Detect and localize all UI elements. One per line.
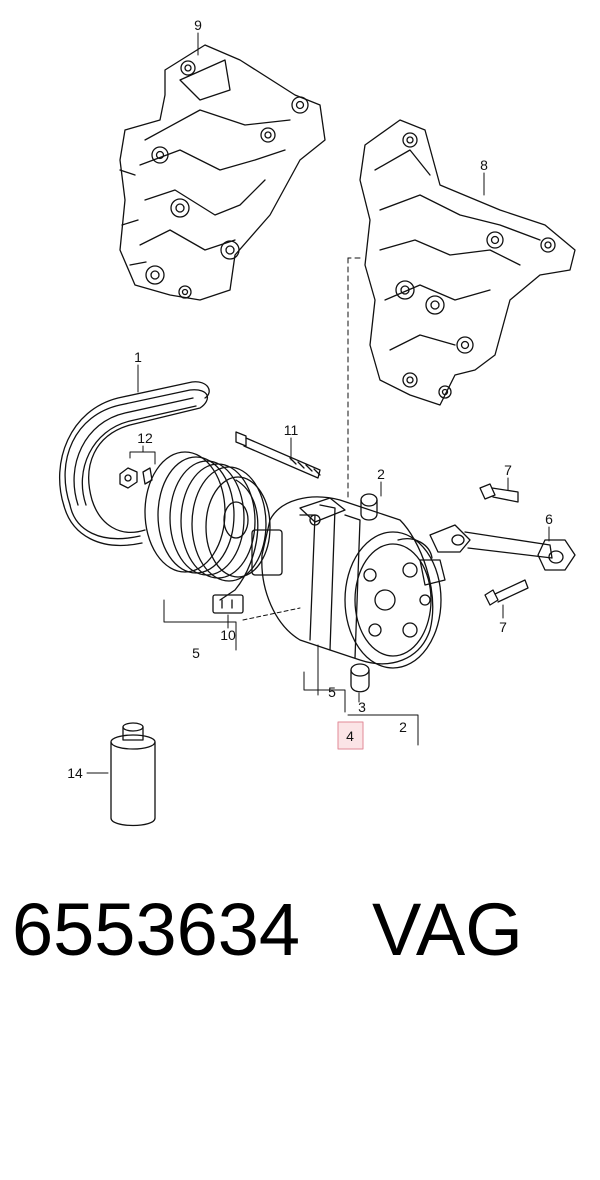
callout-9: 9: [194, 17, 202, 33]
clutch-pulley-drawing: [144, 451, 271, 601]
callout-14: 14: [67, 765, 83, 781]
bracket-8-drawing: [359, 119, 576, 406]
caption-line: 6553634 VAG: [12, 880, 592, 980]
connector-10-drawing: [212, 594, 244, 614]
part-number: 6553634: [12, 888, 301, 971]
highlight-box: [337, 721, 364, 750]
bracket-8-dashed-guides: [347, 257, 361, 501]
nut-12-drawing: [119, 467, 153, 489]
callout-10: 10: [220, 627, 236, 643]
sleeve-2-drawing: [360, 493, 378, 521]
sleeve-3-drawing: [350, 663, 370, 693]
brand-name: VAG: [372, 888, 523, 971]
callout-12: 12: [137, 430, 153, 446]
bolt-7-upper-drawing: [479, 483, 519, 503]
oil-can-14-drawing: [110, 722, 156, 827]
callout-6: 6: [545, 511, 553, 527]
bolt-7-lower-drawing: [484, 579, 529, 606]
belt-1-drawing: [59, 381, 210, 547]
callout-7-lower: 7: [499, 619, 507, 635]
ac-compressor-drawing: [251, 496, 446, 669]
rod-6-drawing: [429, 524, 576, 571]
callout-2-upper: 2: [377, 466, 385, 482]
callout-7-upper: 7: [504, 462, 512, 478]
callout-1: 1: [134, 349, 142, 365]
exploded-parts-diagram: 9 8 1 12 11 2 7 6 7 10 5 5 3 2 4 14: [59, 17, 576, 827]
callout-2-lower: 2: [399, 719, 407, 735]
callout-5-left: 5: [192, 645, 200, 661]
bolt-11-drawing: [235, 431, 321, 479]
callout-8: 8: [480, 157, 488, 173]
bracket-9-drawing: [119, 44, 326, 301]
callout-3: 3: [358, 699, 366, 715]
leader-lines: [86, 32, 550, 774]
connector-dashed-guide: [242, 607, 301, 621]
callout-5-right: 5: [328, 684, 336, 700]
callout-11: 11: [284, 422, 299, 438]
callout-4-highlighted: 4: [346, 728, 354, 744]
callout-labels: 9 8 1 12 11 2 7 6 7 10 5 5 3 2 4 14: [67, 17, 553, 781]
